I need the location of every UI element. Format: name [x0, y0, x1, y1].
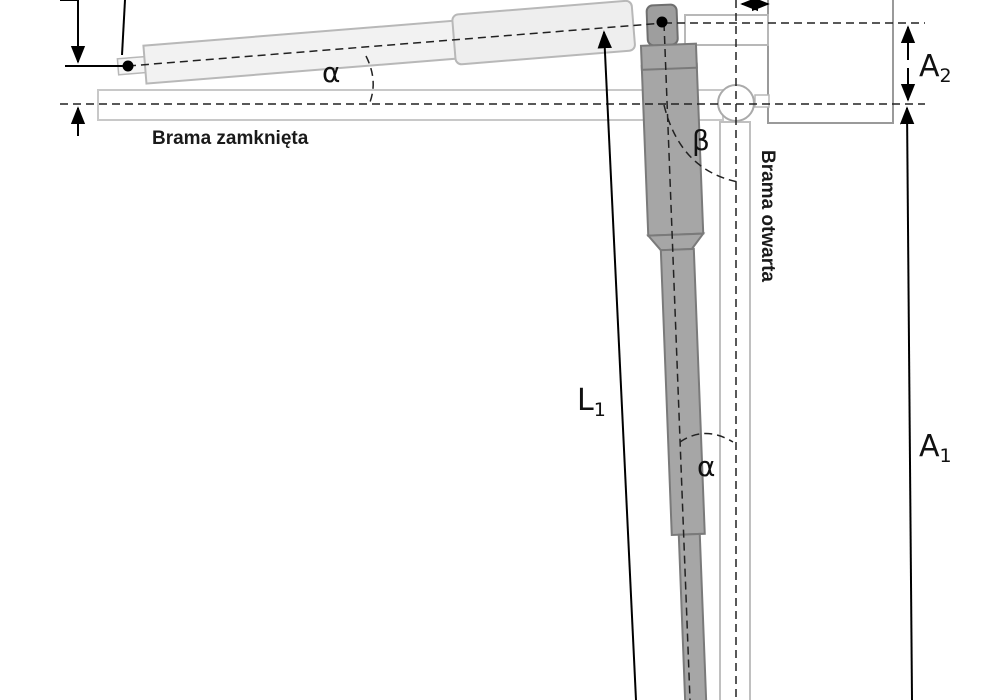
angle-alpha-bottom: α — [697, 450, 715, 483]
closed-gate-leaf — [97, 89, 724, 121]
dim-a1-letter: A — [919, 429, 940, 464]
dim-a2-label: A2 — [919, 49, 952, 87]
dimension-lines — [60, 0, 916, 700]
angle-alpha-top: α — [322, 56, 340, 89]
dim-a2-letter: A — [919, 49, 940, 84]
post-bracket — [684, 0, 894, 124]
dim-a1-subscript: 1 — [940, 445, 952, 467]
dim-l1-subscript: 1 — [594, 399, 606, 421]
actuator-open — [639, 3, 708, 700]
dim-l1-label: L1 — [577, 383, 606, 421]
angle-beta: β — [692, 124, 710, 157]
hinge-plate — [754, 94, 770, 108]
construction-lines — [60, 0, 925, 700]
open-gate-leaf — [719, 121, 751, 700]
dim-a1-label: A1 — [919, 429, 952, 467]
mount-plate — [684, 14, 769, 46]
dim-l1-letter: L — [577, 383, 594, 418]
front-pivot-point — [656, 16, 668, 28]
dim-a2-subscript: 2 — [940, 65, 952, 87]
closed-gate-label: Brama zamknięta — [152, 128, 309, 149]
gate-hinge — [717, 84, 755, 122]
open-gate-label: Brama otwarta — [757, 150, 778, 282]
post-box — [767, 0, 894, 124]
